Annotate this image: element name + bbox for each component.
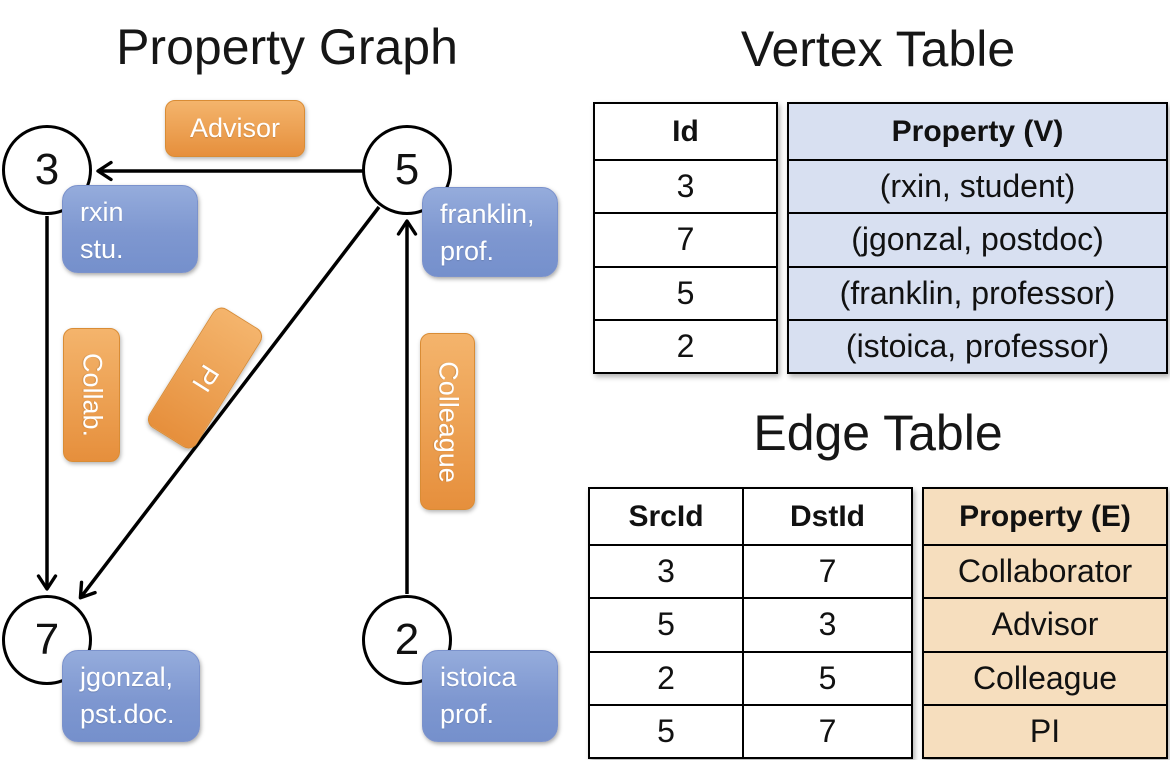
edge-property-header: Property (E) [959,499,1131,533]
edge-property-cell: Colleague [924,650,1166,704]
edge-property-cell: PI [924,703,1166,757]
node-property-box-franklin: franklin, prof. [422,187,558,277]
edge-srcid-cell: 2 [590,650,742,704]
vertex-table-property-column: Property (V) (rxin, student) (jgonzal, p… [787,102,1168,374]
edge-table-property-column: Property (E) Collaborator Advisor Collea… [922,487,1168,759]
node-id-label: 3 [34,145,60,194]
edge-label-collab: Collab. [63,328,120,462]
edge-property-cell: Collaborator [924,544,1166,597]
property-line: prof. [440,699,495,730]
edge-label-text: PI [185,359,225,398]
edge-srcid-cell: 3 [590,544,742,597]
edge-label-text: Collab. [77,352,107,438]
property-line: prof. [440,236,495,267]
node-id-label: 2 [394,615,420,664]
edge-label-colleague: Colleague [420,333,475,510]
vertex-id-cell: 2 [595,318,776,372]
vertex-property-cell: (istoica, professor) [789,318,1166,372]
node-property-box-rxin: rxin stu. [62,185,198,273]
vertex-id-header: Id [672,114,699,148]
property-line: rxin [80,197,124,227]
vertex-table-title: Vertex Table [740,21,1016,77]
property-line: pst.doc. [80,699,175,730]
vertex-property-header: Property (V) [891,114,1064,148]
property-line: jgonzal, [80,662,174,692]
edge-srcid-header: SrcId [628,499,704,533]
property-graph-title: Property Graph [116,19,458,75]
edge-property-cell: Advisor [924,597,1166,650]
edge-label-text: Colleague [433,360,463,483]
property-line: stu. [80,234,124,265]
edge-table-title: Edge Table [753,405,1003,461]
edge-dstid-cell: 7 [742,703,911,757]
vertex-id-cell: 7 [595,212,776,265]
vertex-table-id-column: Id 3 7 5 2 [593,102,778,374]
property-line: franklin, [440,199,535,229]
edge-label-text: Advisor [189,113,281,143]
property-line: istoica [440,662,517,692]
vertex-id-cell: 3 [595,159,776,212]
edge-label-advisor: Advisor [165,100,305,157]
edge-dstid-header: DstId [742,489,911,544]
edge-srcid-cell: 5 [590,597,742,650]
node-circle-5: 5 [362,125,452,215]
edge-dstid-cell: 3 [742,597,911,651]
vertex-id-cell: 5 [595,265,776,319]
edge-arrow-5-to-7 [78,205,381,600]
edge-table-id-columns: SrcId DstId 3 7 5 3 2 5 5 7 [588,487,913,759]
edge-srcid-cell: 5 [590,703,742,757]
node-circle-2: 2 [362,595,452,685]
vertex-property-cell: (jgonzal, postdoc) [789,212,1166,265]
vertex-property-cell: (franklin, professor) [789,265,1166,319]
graph-edges [36,160,418,600]
node-property-box-istoica: istoica prof. [422,650,558,742]
edge-dstid-cell: 7 [742,544,911,598]
edge-dstid-cell: 5 [742,650,911,704]
node-id-label: 7 [34,615,60,664]
node-property-box-jgonzal: jgonzal, pst.doc. [62,650,200,742]
vertex-property-cell: (rxin, student) [789,159,1166,212]
node-id-label: 5 [394,145,420,194]
